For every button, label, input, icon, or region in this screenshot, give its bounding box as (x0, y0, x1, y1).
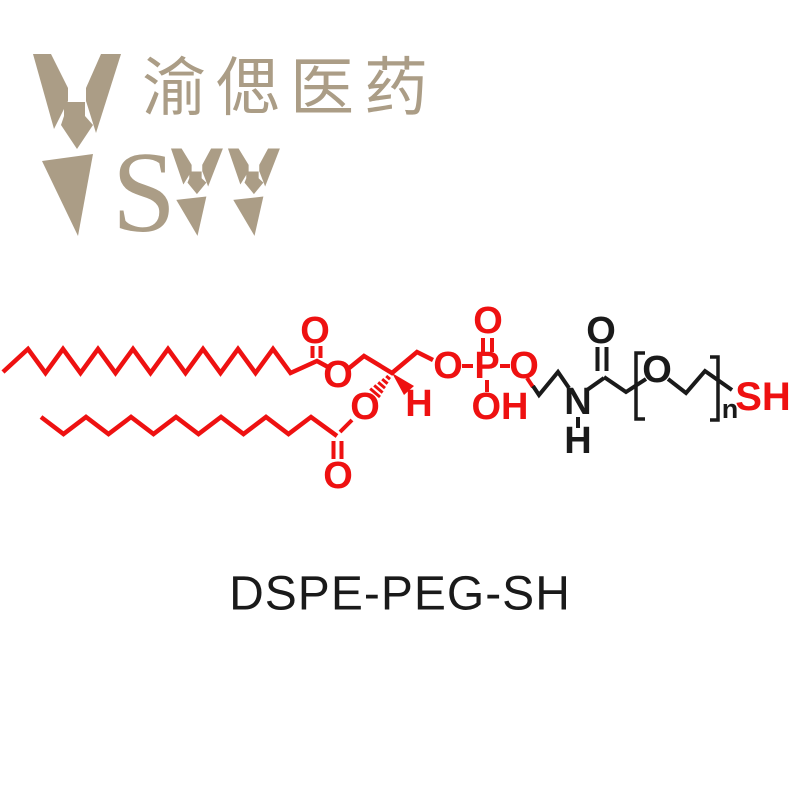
atom-label-top-ester-carbonyl-O: O (300, 310, 330, 352)
logo: 渝偲医药 S (33, 53, 438, 256)
atom-label-thiol-SH: SH (735, 375, 791, 419)
sn2-ester-bond (338, 418, 354, 434)
atom-label-phosphate-OH: OH (472, 386, 529, 428)
bracket-right (710, 355, 720, 422)
atom-label-stereo-H: H (405, 383, 432, 425)
atom-label-amide-N: N (564, 381, 591, 423)
sn2-carbonyl (331, 441, 344, 459)
phosphate-group (462, 338, 535, 392)
lipid-structure (1, 338, 535, 459)
atom-label-phosphorus: P (474, 345, 499, 387)
bracket-left (634, 351, 645, 421)
amide-group (585, 347, 648, 395)
atom-label-repeat-n: n (722, 394, 739, 424)
logo-v-mark (33, 54, 121, 236)
glycerol-backbone (346, 349, 435, 376)
atom-label-phosphate-right-O: O (509, 345, 539, 387)
stereo-wedge-hashed (369, 374, 391, 399)
logo-mini-v-1 (170, 148, 223, 236)
atom-label-phosphate-left-O: O (433, 345, 463, 387)
atom-label-sn2-ester-O: O (350, 386, 380, 428)
logo-company-name-cn: 渝偲医药 (142, 53, 438, 124)
bottom-acyl-chain (39, 414, 339, 438)
stereo-wedge-bold (392, 373, 414, 395)
v-mark-right-horn (86, 54, 121, 133)
v-mark-lower-blade (42, 154, 93, 236)
logo-letter-s: S (112, 129, 176, 256)
v-mark-center-chevron (61, 102, 93, 149)
logo-mini-v-2 (227, 148, 280, 236)
atom-label-peg-ether-O: O (642, 349, 672, 391)
peg-structure (531, 347, 734, 428)
top-ester-carbonyl (310, 346, 323, 358)
top-acyl-chain (1, 345, 330, 377)
atom-label-amide-carbonyl-O: O (586, 310, 616, 352)
atom-label-top-ester-O: O (323, 354, 353, 396)
atom-label-amide-H: H (564, 420, 591, 462)
ethanolamine-linker (531, 368, 571, 399)
atom-label-phosphate-double-O: O (473, 300, 503, 342)
structure-caption: DSPE-PEG-SH (229, 568, 571, 621)
atom-label-sn2-carbonyl-O: O (323, 455, 353, 497)
peg-repeat-unit (666, 368, 734, 396)
v-mark-left-horn (33, 54, 68, 129)
